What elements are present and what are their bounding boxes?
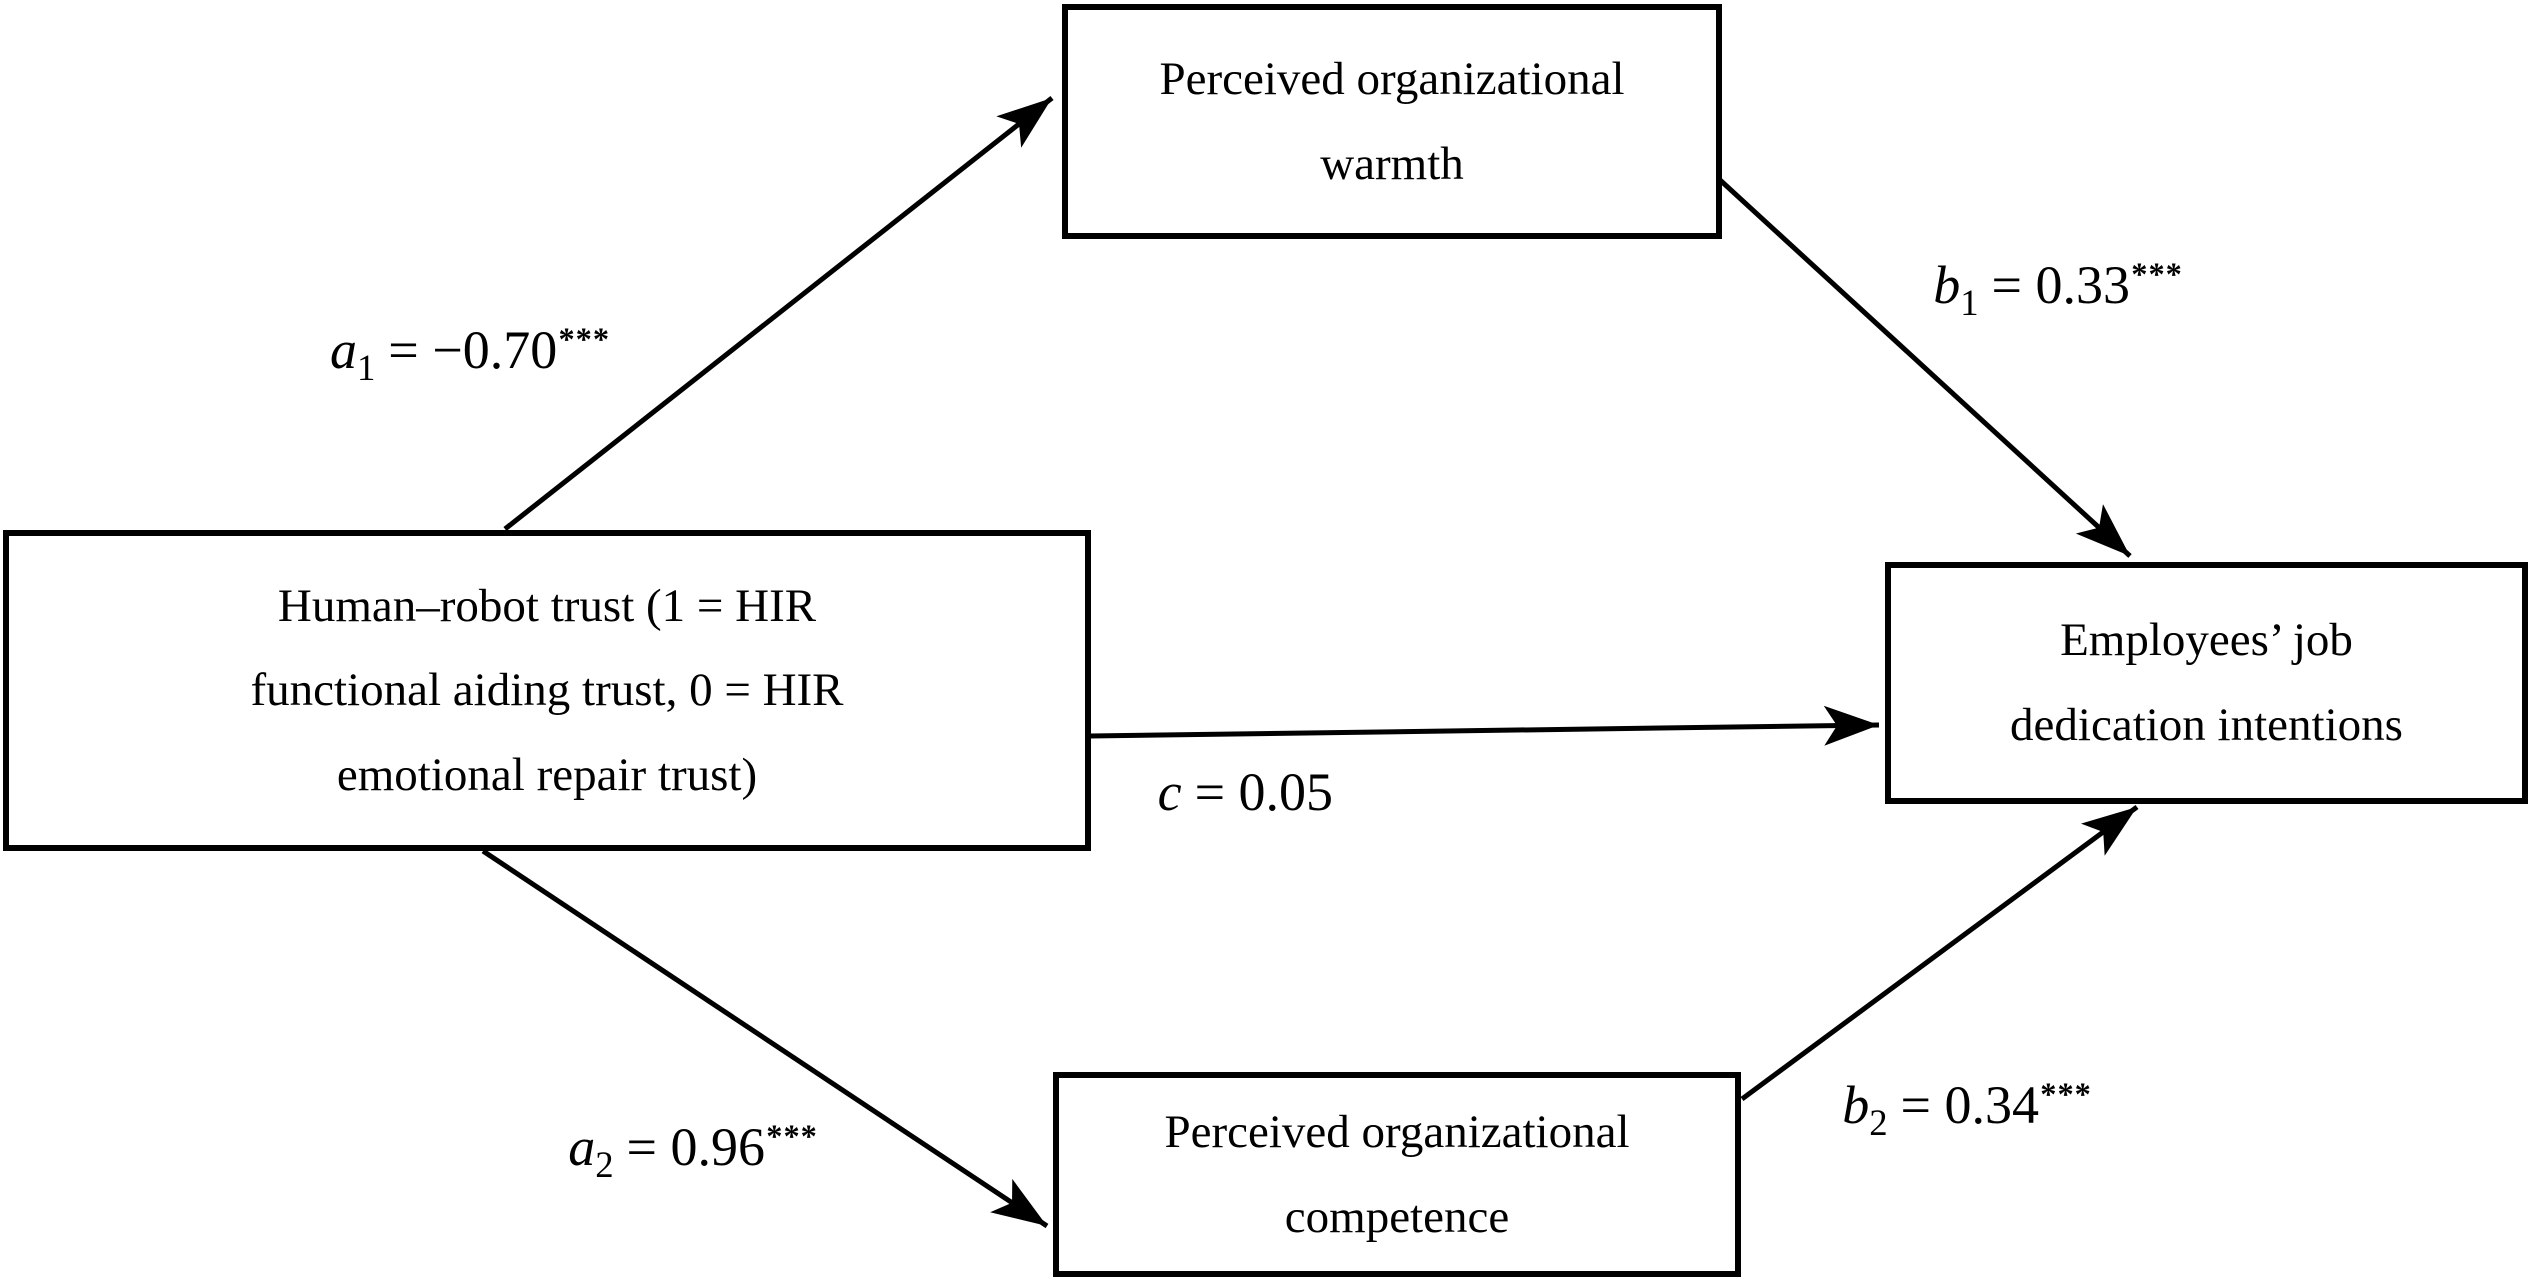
coefficient-a2: a2 = 0.96*** xyxy=(568,1116,818,1183)
coefficient-symbol: b xyxy=(1842,1075,1870,1135)
significance-stars: *** xyxy=(2131,257,2183,294)
node-line: warmth xyxy=(1320,137,1464,190)
arrow-b2 xyxy=(1740,804,2139,1102)
node-human-robot-trust: Human–robot trust (1 = HIR functional ai… xyxy=(3,530,1091,851)
node-perceived-warmth: Perceived organizational warmth xyxy=(1062,4,1722,239)
node-line: competence xyxy=(1284,1190,1510,1243)
coefficient-c: c= 0.05 xyxy=(1158,761,1335,823)
coefficient-b2: b2 = 0.34*** xyxy=(1842,1074,2092,1141)
node-line: Employees’ job xyxy=(2060,614,2353,667)
arrow-b1 xyxy=(1718,178,2132,558)
coefficient-value: = 0.96 xyxy=(626,1117,765,1177)
arrow-c xyxy=(1089,705,1880,746)
node-line: Perceived organizational xyxy=(1159,52,1625,105)
coefficient-subscript: 1 xyxy=(1960,281,1979,323)
coefficient-a1: a1 = −0.70*** xyxy=(329,319,611,386)
significance-stars: *** xyxy=(2040,1077,2092,1114)
node-job-dedication: Employees’ job dedication intentions xyxy=(1885,562,2528,804)
coefficient-subscript: 1 xyxy=(356,346,376,388)
coefficient-symbol: a xyxy=(329,320,357,380)
coefficient-value: = 0.33 xyxy=(1991,255,2130,315)
significance-stars: *** xyxy=(558,322,611,359)
coefficient-value: = 0.34 xyxy=(1900,1075,2039,1135)
arrow-a2 xyxy=(481,848,1049,1229)
node-line: Perceived organizational xyxy=(1164,1105,1630,1158)
node-line: dedication intentions xyxy=(2010,699,2403,751)
coefficient-subscript: 2 xyxy=(595,1143,614,1185)
node-perceived-competence: Perceived organizational competence xyxy=(1053,1072,1741,1277)
coefficient-value: = 0.05 xyxy=(1194,762,1334,822)
coefficient-symbol: b xyxy=(1933,255,1961,315)
coefficient-symbol: c xyxy=(1157,762,1182,822)
coefficient-value: = −0.70 xyxy=(388,320,558,380)
node-line: Human–robot trust (1 = HIR xyxy=(277,579,817,632)
arrow-a1 xyxy=(503,96,1054,531)
coefficient-subscript: 2 xyxy=(1869,1101,1888,1143)
coefficient-symbol: a xyxy=(568,1117,596,1177)
coefficient-b1: b1 = 0.33*** xyxy=(1933,254,2183,321)
node-line: emotional repair trust) xyxy=(336,748,758,801)
significance-stars: *** xyxy=(766,1119,818,1156)
node-line: functional aiding trust, 0 = HIR xyxy=(250,664,844,717)
